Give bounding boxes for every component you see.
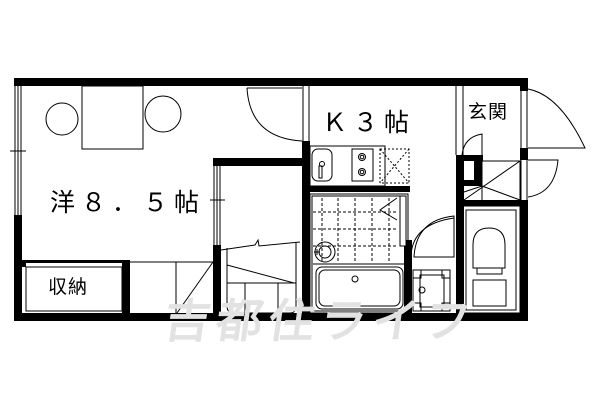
bath-tile-floor	[313, 198, 396, 262]
washing-machine-space	[412, 215, 455, 312]
western-room-label: 洋８．５帖	[50, 188, 206, 217]
chair-right	[144, 95, 182, 133]
toilet	[472, 227, 506, 269]
toilet-room	[461, 205, 521, 314]
entrance-inner-door	[461, 133, 483, 156]
sink	[311, 148, 333, 182]
dining-set	[45, 85, 182, 150]
table	[81, 85, 144, 150]
washroom-door	[413, 215, 455, 258]
kitchen-label: Ｋ３帖	[322, 108, 416, 137]
bath-door	[379, 197, 398, 221]
shoe-cabinet	[481, 160, 521, 202]
entrance-doors	[520, 88, 586, 200]
storage-label: 収納	[48, 276, 89, 298]
refrigerator-space	[379, 148, 410, 184]
room-door	[246, 87, 303, 142]
chair-left	[45, 102, 79, 136]
bathtub	[315, 266, 404, 310]
storage-closet	[25, 266, 123, 312]
outer-walls	[14, 78, 528, 321]
entrance-label: 玄関	[468, 101, 509, 123]
inner-walls	[22, 78, 310, 321]
kitchen-counter	[309, 145, 386, 187]
stairs-area	[130, 238, 301, 314]
left-window	[10, 86, 26, 215]
watermark: 吉都住ライフ	[160, 294, 481, 348]
bathroom	[309, 193, 409, 314]
stove	[351, 148, 374, 182]
